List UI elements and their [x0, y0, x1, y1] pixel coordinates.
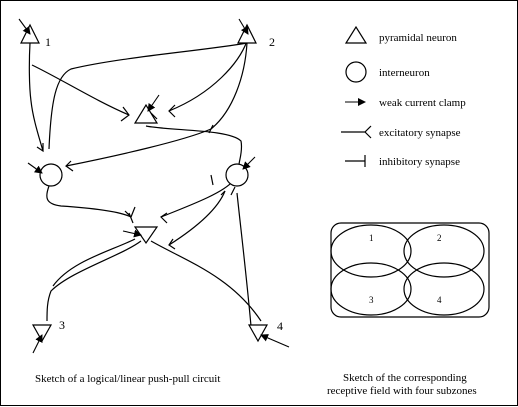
neuron-3-label: 3 — [59, 318, 65, 332]
subzone-4-label: 4 — [437, 295, 442, 305]
legend-clamp: weak current clamp — [345, 97, 466, 109]
excitatory-synapse-icon — [341, 125, 372, 139]
legend: pyramidal neuron interneuron weak curren… — [341, 25, 466, 168]
legend-clamp-label: weak current clamp — [379, 97, 466, 109]
subzone-2-label: 2 — [437, 233, 442, 243]
caption-right-line2: receptive field with four subzones — [327, 385, 477, 397]
subzone-1-label: 1 — [369, 233, 374, 243]
legend-interneuron-label: interneuron — [379, 67, 430, 79]
receptive-field-frame — [330, 222, 490, 318]
pyramidal-neuron-1: 1 — [18, 18, 51, 49]
subzone-3 — [330, 262, 412, 316]
legend-excitatory-label: excitatory synapse — [379, 127, 461, 139]
legend-interneuron: interneuron — [345, 61, 430, 83]
pyramidal-neuron-center-bottom — [122, 226, 159, 245]
legend-inhibitory: inhibitory synapse — [345, 155, 460, 168]
pyramidal-neuron-2: 2 — [237, 18, 275, 49]
inhibitory-synapse-icon — [345, 155, 366, 167]
circuit-wires — [28, 40, 262, 327]
legend-pyramidal: pyramidal neuron — [344, 25, 457, 44]
neuron-2-label: 2 — [269, 35, 275, 49]
legend-pyramidal-label: pyramidal neuron — [379, 32, 457, 44]
pyramidal-neuron-center-top — [133, 94, 160, 124]
neuron-1-label: 1 — [45, 35, 51, 49]
receptive-field: 1 2 3 4 — [330, 222, 490, 318]
legend-excitatory: excitatory synapse — [341, 125, 461, 139]
pyramidal-icon — [344, 25, 368, 44]
subzone-3-label: 3 — [369, 295, 374, 305]
caption-right-line1: Sketch of the corresponding — [343, 372, 467, 384]
subzone-2 — [403, 224, 485, 278]
legend-inhibitory-label: inhibitory synapse — [379, 156, 460, 168]
caption-left: Sketch of a logical/linear push-pull cir… — [35, 373, 220, 385]
subzone-4 — [403, 262, 485, 316]
synapse-marks — [36, 104, 236, 250]
interneuron-icon — [345, 61, 367, 83]
pyramidal-neuron-3: 3 — [31, 318, 65, 354]
interneuron-right — [225, 156, 256, 187]
interneuron-left — [27, 162, 63, 187]
subzone-1 — [330, 224, 412, 278]
pyramidal-neuron-4: 4 — [247, 319, 290, 348]
neuron-4-label: 4 — [277, 319, 283, 333]
